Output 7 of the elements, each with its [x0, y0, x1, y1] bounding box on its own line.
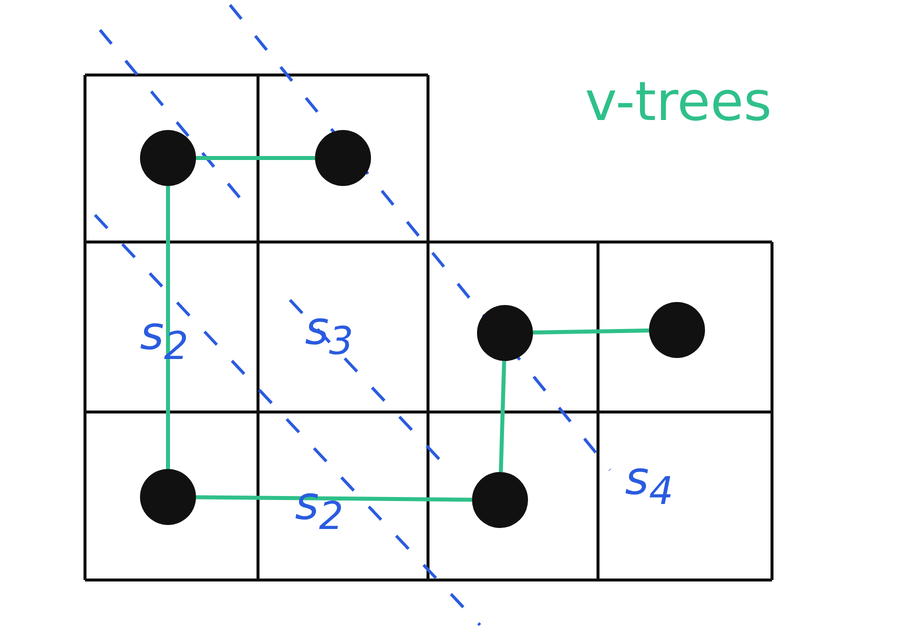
tree-edge [196, 156, 315, 160]
tree-edge [532, 328, 650, 334]
tree-edge [196, 495, 472, 502]
tree-edge [166, 186, 170, 469]
title: v-trees [585, 75, 772, 129]
tree-edge [498, 360, 506, 472]
region-label: s$_{4}$ [625, 455, 674, 512]
